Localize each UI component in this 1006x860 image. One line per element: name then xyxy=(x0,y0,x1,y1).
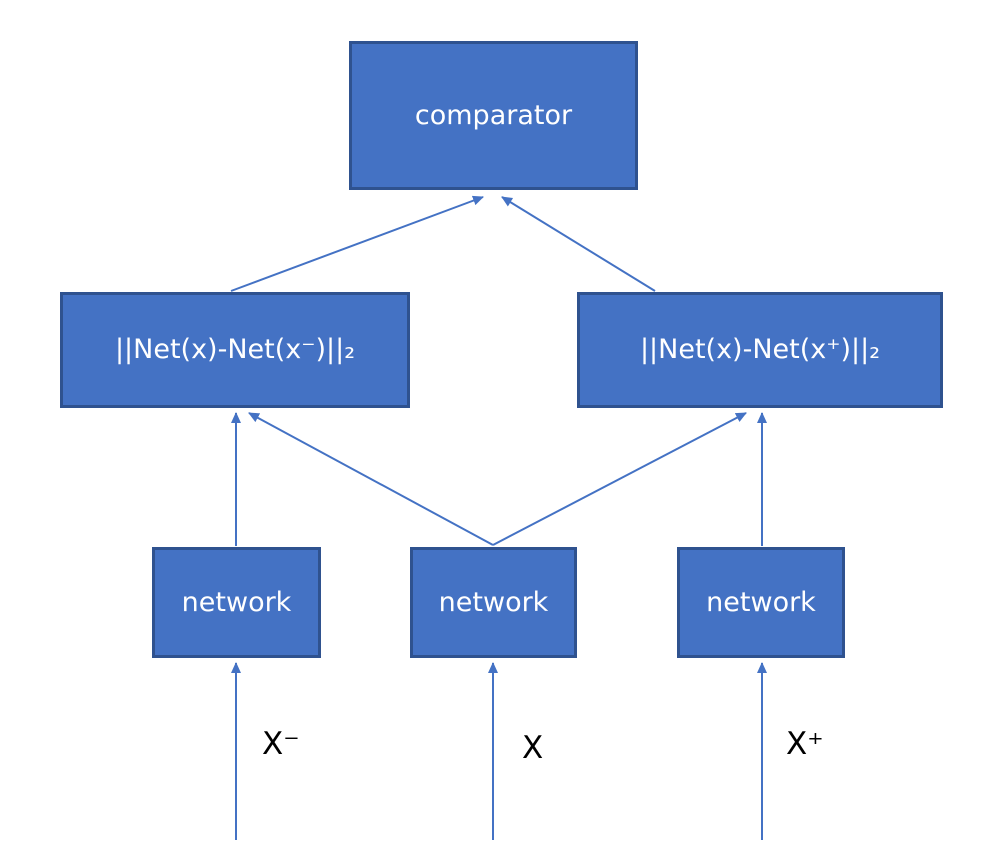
network-middle-box: network xyxy=(410,547,577,658)
input-label-negative: X⁻ xyxy=(262,726,300,762)
input-label-positive: X⁺ xyxy=(786,726,824,762)
comparator-box: comparator xyxy=(349,41,638,190)
arrow-norm-left-to-comparator xyxy=(230,195,484,292)
arrow-network-mid-to-norm-left xyxy=(248,412,494,546)
arrow-norm-right-to-comparator xyxy=(501,196,656,292)
input-label-anchor: X xyxy=(522,730,544,766)
norm-negative-box: ||Net(x)-Net(x⁻)||₂ xyxy=(60,292,410,408)
network-left-box: network xyxy=(152,547,321,658)
arrow-network-mid-to-norm-right xyxy=(492,412,747,546)
network-right-box: network xyxy=(677,547,845,658)
norm-positive-box: ||Net(x)-Net(x⁺)||₂ xyxy=(577,292,943,408)
